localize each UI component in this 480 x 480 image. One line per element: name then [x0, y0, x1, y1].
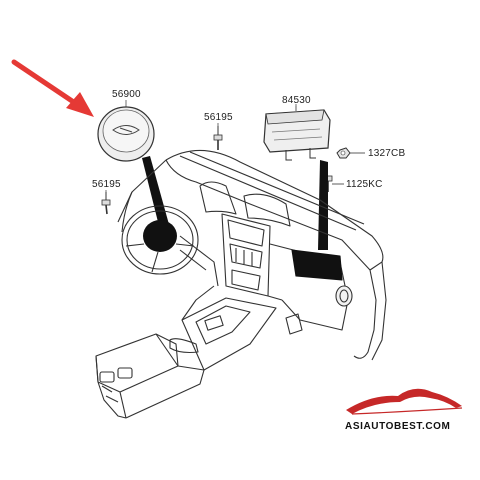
watermark-text: ASIAUTOBEST.COM [345, 421, 451, 432]
part-label-84530: 84530 [282, 95, 311, 106]
passenger-airbag-leader [318, 160, 328, 250]
driver-airbag-leader [142, 156, 177, 252]
dashboard-outline [95, 149, 387, 419]
part-label-1125kc: 1125KC [346, 179, 383, 190]
passenger-airbag-module [263, 106, 331, 161]
red-pointer-arrow [11, 59, 94, 117]
part-label-56900: 56900 [112, 89, 141, 100]
label-leader-lines [105, 100, 297, 192]
part-label-56195-upper: 56195 [204, 112, 233, 123]
part-label-1327cb: 1327CB [368, 148, 406, 159]
watermark-car-swoosh [346, 388, 463, 415]
bolt-left [101, 192, 111, 215]
driver-airbag-module [97, 106, 155, 162]
bolt-upper [213, 126, 223, 150]
part-label-56195-left: 56195 [92, 179, 121, 190]
nut-1327cb [336, 147, 365, 159]
